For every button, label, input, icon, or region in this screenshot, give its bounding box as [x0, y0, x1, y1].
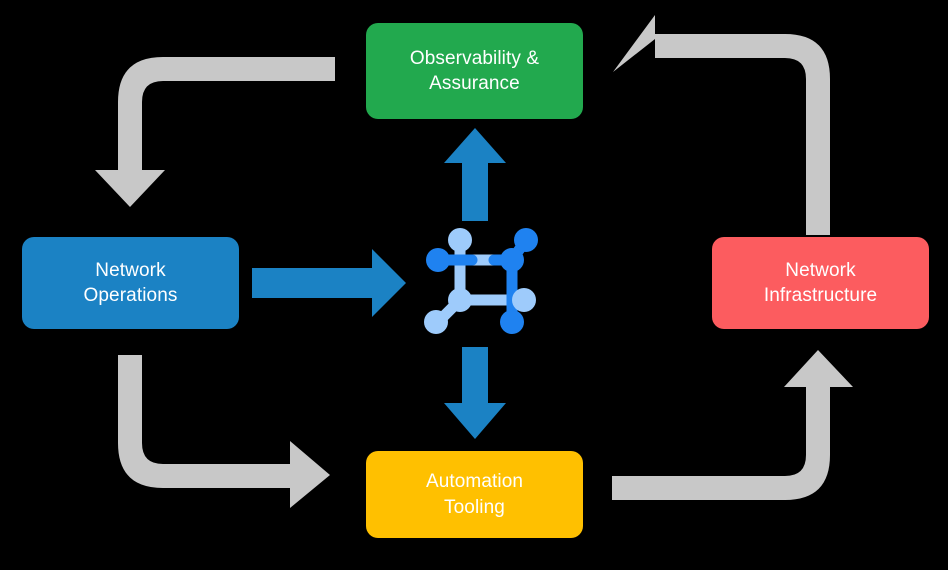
node-box-observability[interactable]: Observability & Assurance	[366, 23, 583, 119]
node-label-observability: Observability & Assurance	[409, 47, 540, 94]
icon-node-hub	[500, 248, 524, 272]
node-label-network-infrastructure: Network Infrastructure	[763, 259, 878, 306]
icon-node-top-right	[514, 228, 538, 252]
connector-center-to-automation	[444, 347, 506, 439]
icon-node-bottom	[500, 310, 524, 334]
connector-observability-to-operations	[95, 57, 335, 207]
icon-node-bottom-left	[424, 310, 448, 334]
connector-infrastructure-to-observability	[613, 15, 830, 235]
connector-automation-to-infrastructure	[612, 350, 853, 500]
node-box-network-operations[interactable]: Network Operations	[22, 237, 239, 329]
node-box-network-infrastructure[interactable]: Network Infrastructure	[712, 237, 929, 329]
icon-node-top	[448, 228, 472, 252]
icon-node-left	[426, 248, 450, 272]
node-label-automation-tooling: Automation Tooling	[425, 471, 524, 518]
icon-node-mid-left	[448, 288, 472, 312]
connector-operations-to-automation	[118, 355, 330, 508]
icon-node-right	[512, 288, 536, 312]
node-box-automation-tooling[interactable]: Automation Tooling	[366, 451, 583, 538]
network-topology-icon	[424, 228, 538, 334]
connector-center-to-observability	[444, 128, 506, 221]
node-label-network-operations: Network Operations	[83, 259, 178, 306]
connector-operations-to-center	[252, 249, 406, 317]
